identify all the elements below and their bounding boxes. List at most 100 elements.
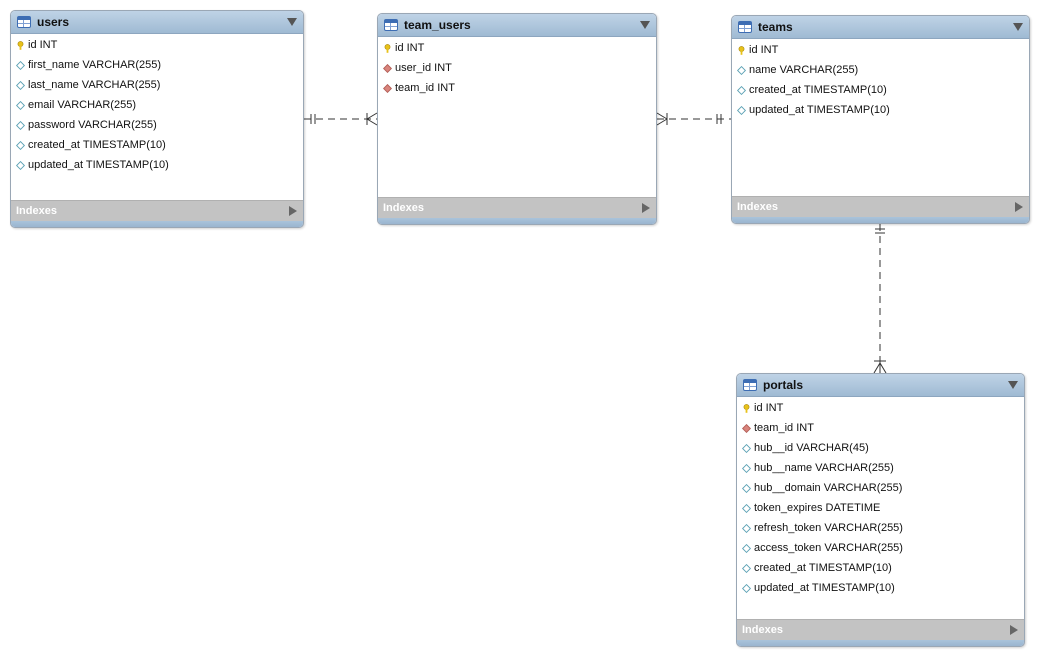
column-label: email VARCHAR(255)	[28, 99, 136, 111]
table-title: teams	[758, 20, 793, 34]
relationship-teams-team-users[interactable]	[656, 112, 731, 126]
column-row[interactable]: access_token VARCHAR(255)	[737, 538, 1024, 558]
table-footer	[732, 217, 1029, 223]
column-icon	[742, 523, 751, 533]
column-icon	[742, 463, 751, 473]
indexes-section[interactable]: Indexes	[737, 619, 1024, 640]
column-label: id INT	[28, 39, 58, 51]
column-icon	[742, 583, 751, 593]
column-label: token_expires DATETIME	[754, 502, 881, 514]
expand-arrow-icon[interactable]	[642, 203, 650, 213]
table-footer	[737, 640, 1024, 646]
column-label: id INT	[395, 42, 425, 54]
column-icon	[742, 483, 751, 493]
column-row[interactable]: email VARCHAR(255)	[11, 95, 303, 115]
column-icon	[737, 85, 746, 95]
table-title: portals	[763, 378, 804, 392]
table-icon	[17, 16, 31, 28]
collapse-arrow-icon[interactable]	[287, 18, 297, 26]
primary-key-icon	[17, 40, 24, 50]
column-icon	[742, 563, 751, 573]
table-header[interactable]: team_users	[378, 14, 656, 37]
relationship-users-team-users[interactable]	[304, 112, 378, 126]
column-row[interactable]: created_at TIMESTAMP(10)	[737, 558, 1024, 578]
column-row[interactable]: team_id INT	[378, 78, 656, 98]
expand-arrow-icon[interactable]	[289, 206, 297, 216]
column-row[interactable]: password VARCHAR(255)	[11, 115, 303, 135]
column-icon	[16, 100, 25, 110]
column-row[interactable]: last_name VARCHAR(255)	[11, 75, 303, 95]
column-row[interactable]: hub__id VARCHAR(45)	[737, 438, 1024, 458]
expand-arrow-icon[interactable]	[1015, 202, 1023, 212]
column-icon	[16, 160, 25, 170]
indexes-label: Indexes	[742, 624, 783, 636]
column-icon	[16, 80, 25, 90]
indexes-label: Indexes	[737, 201, 778, 213]
column-row[interactable]: id INT	[11, 35, 303, 55]
table-header[interactable]: users	[11, 11, 303, 34]
collapse-arrow-icon[interactable]	[1008, 381, 1018, 389]
column-list: id INT user_id INT team_id INT	[378, 37, 656, 98]
column-icon	[737, 65, 746, 75]
table-header[interactable]: portals	[737, 374, 1024, 397]
table-icon	[738, 21, 752, 33]
column-row[interactable]: id INT	[732, 40, 1029, 60]
foreign-key-icon	[742, 423, 751, 433]
collapse-arrow-icon[interactable]	[640, 21, 650, 29]
column-row[interactable]: updated_at TIMESTAMP(10)	[737, 578, 1024, 598]
column-row[interactable]: created_at TIMESTAMP(10)	[11, 135, 303, 155]
column-row[interactable]: name VARCHAR(255)	[732, 60, 1029, 80]
table-title: users	[37, 15, 70, 29]
column-row[interactable]: team_id INT	[737, 418, 1024, 438]
indexes-section[interactable]: Indexes	[732, 196, 1029, 217]
column-label: created_at TIMESTAMP(10)	[749, 84, 887, 96]
collapse-arrow-icon[interactable]	[1013, 23, 1023, 31]
column-icon	[737, 105, 746, 115]
column-icon	[742, 543, 751, 553]
column-label: last_name VARCHAR(255)	[28, 79, 161, 91]
table-icon	[384, 19, 398, 31]
column-row[interactable]: token_expires DATETIME	[737, 498, 1024, 518]
column-row[interactable]: first_name VARCHAR(255)	[11, 55, 303, 75]
relationship-teams-portals[interactable]	[873, 224, 887, 374]
column-row[interactable]: updated_at TIMESTAMP(10)	[732, 100, 1029, 120]
column-label: team_id INT	[754, 422, 814, 434]
column-row[interactable]: user_id INT	[378, 58, 656, 78]
foreign-key-icon	[383, 83, 392, 93]
indexes-label: Indexes	[16, 205, 57, 217]
table-portals[interactable]: portals id INT team_id INT hub__id VARCHAR…	[736, 373, 1025, 647]
column-row[interactable]: id INT	[378, 38, 656, 58]
table-icon	[743, 379, 757, 391]
column-row[interactable]: hub__domain VARCHAR(255)	[737, 478, 1024, 498]
column-row[interactable]: hub__name VARCHAR(255)	[737, 458, 1024, 478]
column-icon	[16, 140, 25, 150]
column-row[interactable]: created_at TIMESTAMP(10)	[732, 80, 1029, 100]
column-icon	[16, 60, 25, 70]
column-row[interactable]: updated_at TIMESTAMP(10)	[11, 155, 303, 175]
table-header[interactable]: teams	[732, 16, 1029, 39]
column-label: id INT	[754, 402, 784, 414]
column-icon	[742, 443, 751, 453]
indexes-label: Indexes	[383, 202, 424, 214]
primary-key-icon	[738, 45, 745, 55]
column-label: password VARCHAR(255)	[28, 119, 157, 131]
primary-key-icon	[743, 403, 750, 413]
table-title: team_users	[404, 18, 471, 32]
column-row[interactable]: id INT	[737, 398, 1024, 418]
column-label: access_token VARCHAR(255)	[754, 542, 903, 554]
column-label: team_id INT	[395, 82, 455, 94]
table-footer	[11, 221, 303, 227]
indexes-section[interactable]: Indexes	[378, 197, 656, 218]
column-row[interactable]: refresh_token VARCHAR(255)	[737, 518, 1024, 538]
indexes-section[interactable]: Indexes	[11, 200, 303, 221]
column-label: hub__id VARCHAR(45)	[754, 442, 869, 454]
table-users[interactable]: users id INT first_name VARCHAR(255) last_…	[10, 10, 304, 228]
expand-arrow-icon[interactable]	[1010, 625, 1018, 635]
column-label: refresh_token VARCHAR(255)	[754, 522, 903, 534]
column-label: created_at TIMESTAMP(10)	[754, 562, 892, 574]
column-label: updated_at TIMESTAMP(10)	[28, 159, 169, 171]
column-label: hub__domain VARCHAR(255)	[754, 482, 903, 494]
